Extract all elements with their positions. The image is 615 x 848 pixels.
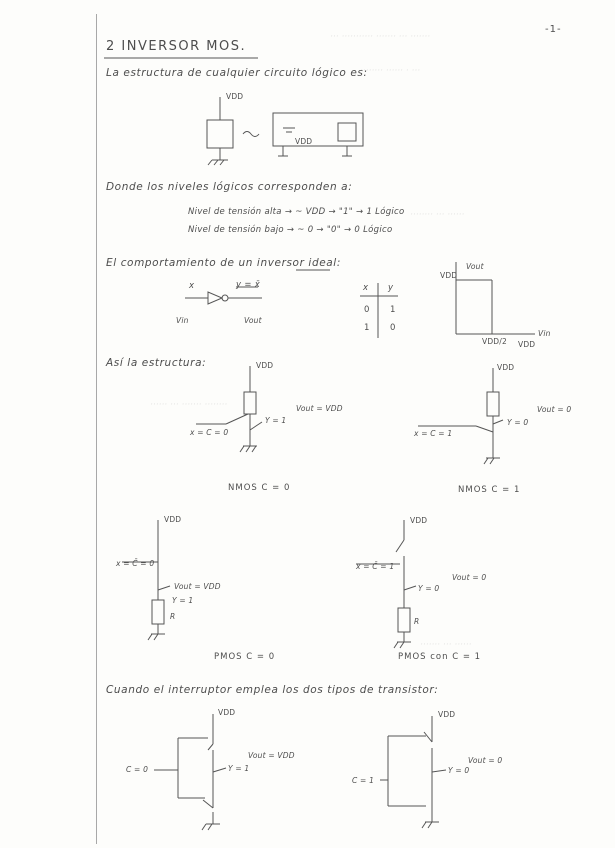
graph-vdd-half-label: VDD/2 — [482, 337, 507, 346]
pmos-c1-input: x = C̄ = 1 — [356, 562, 395, 571]
truth-table-header-x: x — [363, 283, 369, 293]
pmos-c0-caption: PMOS C = 0 — [214, 652, 276, 662]
truth-table-cell: 0 — [390, 323, 396, 333]
pmos-c0-input: x = C̄ = 0 — [116, 559, 155, 568]
margin-line — [96, 14, 97, 844]
graph-vin-label: Vin — [538, 329, 551, 338]
pmos-c1-vdd: VDD — [410, 516, 428, 525]
cmos-c1-output: Y = 0 — [448, 766, 470, 775]
pmos-c0-output: Y = 1 — [172, 596, 194, 605]
pmos-c1-vout: Vout = 0 — [452, 573, 487, 582]
cmos-c0-output: Y = 1 — [228, 764, 250, 773]
bleed-through-text: ········ ······ · ··· — [360, 66, 421, 76]
intro-text: La estructura de cualquier circuito lógi… — [106, 67, 368, 79]
cmos-c0-vout: Vout = VDD — [248, 751, 295, 760]
pmos-c1-caption: PMOS con C = 1 — [398, 652, 482, 662]
nmos-c0-input: x = C = 0 — [190, 428, 229, 437]
bleed-through-text: ······ ··· ······· ········ — [150, 400, 228, 410]
ideal-inverter-text: El comportamiento de un inversor ideal: — [106, 257, 341, 269]
pmos-c1-output: Y = 0 — [418, 584, 440, 593]
general-source-vdd-label: VDD — [295, 137, 313, 146]
cmos-c0-vdd: VDD — [218, 708, 236, 717]
nmos-c1-input: x = C = 1 — [414, 429, 453, 438]
truth-table-cell: 1 — [390, 305, 396, 315]
truth-table-header-y: y — [388, 283, 394, 293]
section-title: 2 INVERSOR MOS. — [106, 39, 247, 54]
high-level-text: Nivel de tensión alta → ~ VDD → "1" → 1 … — [188, 207, 405, 217]
cmos-c1-input: C = 1 — [352, 776, 375, 785]
cmos-c0-input: C = 0 — [126, 765, 149, 774]
truth-table-cell: 1 — [364, 323, 370, 333]
nmos-c1-caption: NMOS C = 1 — [458, 485, 521, 495]
pmos-c0-vout: Vout = VDD — [174, 582, 221, 591]
graph-vdd-end-label: VDD — [518, 340, 536, 349]
general-vdd-label: VDD — [226, 92, 244, 101]
graph-vdd-label: VDD — [440, 271, 458, 280]
nmos-c1-vout: Vout = 0 — [537, 405, 572, 414]
inverter-vin-label: Vin — [176, 316, 189, 325]
nmos-c0-caption: NMOS C = 0 — [228, 483, 291, 493]
truth-table-cell: 0 — [364, 305, 370, 315]
nmos-c1-vdd: VDD — [497, 363, 515, 372]
levels-intro-text: Donde los niveles lógicos corresponden a… — [106, 181, 353, 193]
pmos-c0-resistor-label: R — [170, 612, 176, 621]
bleed-through-text: ··· ··········· ······· ··· ······· — [330, 32, 431, 42]
nmos-c0-output: Y = 1 — [265, 416, 287, 425]
cmos-c1-vout: Vout = 0 — [468, 756, 503, 765]
structure-intro-text: Así la estructura: — [106, 357, 207, 369]
pmos-c1-resistor-label: R — [414, 617, 420, 626]
cmos-c1-vdd: VDD — [438, 710, 456, 719]
bleed-through-text: ········ ··· ······ — [410, 210, 465, 220]
graph-vout-label: Vout — [466, 262, 484, 271]
low-level-text: Nivel de tensión bajo → ~ 0 → "0" → 0 Ló… — [188, 225, 393, 235]
page-number: -1- — [545, 24, 562, 35]
inverter-output-y: y = x̄ — [236, 280, 261, 290]
pmos-c0-vdd: VDD — [164, 515, 182, 524]
inverter-vout-label: Vout — [244, 316, 262, 325]
bleed-through-text: ······· ··· ······ — [420, 640, 472, 650]
nmos-c1-output: Y = 0 — [507, 418, 529, 427]
inverter-input-x: x — [189, 281, 195, 291]
nmos-c0-vout: Vout = VDD — [296, 404, 343, 413]
nmos-c0-vdd: VDD — [256, 361, 274, 370]
cmos-intro-text: Cuando el interruptor emplea los dos tip… — [106, 684, 439, 696]
